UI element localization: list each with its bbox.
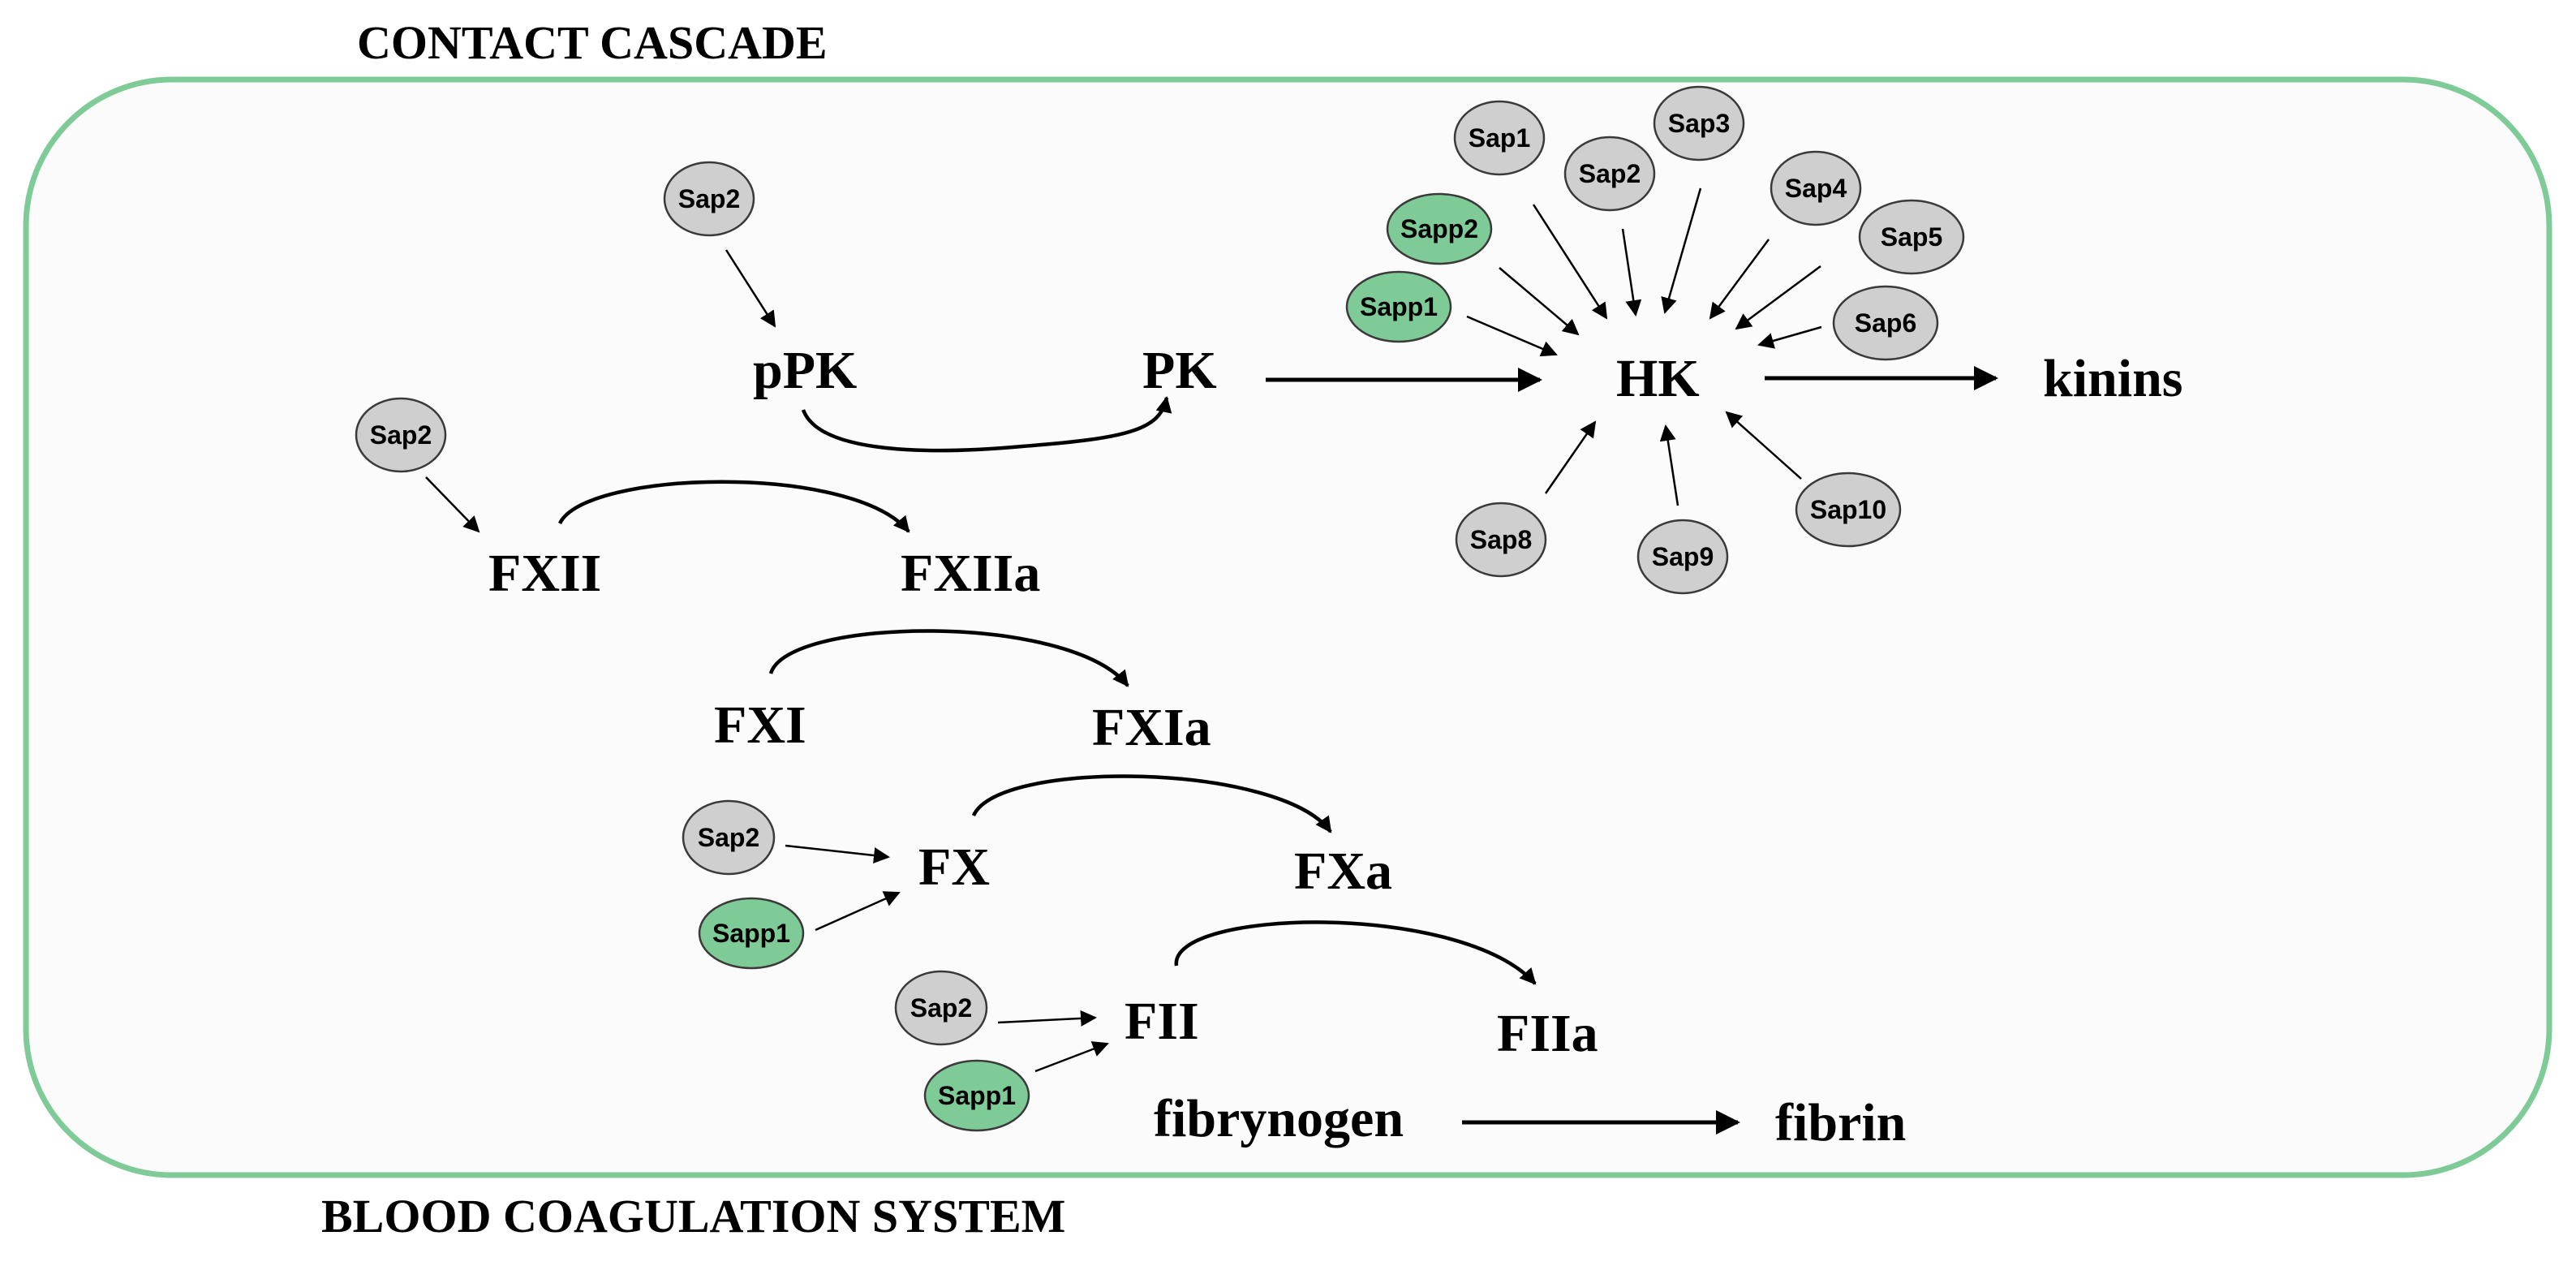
node-fxii: FXII — [488, 544, 601, 603]
sap-label: Sap8 — [1470, 525, 1532, 554]
node-ppk: pPK — [753, 341, 857, 400]
node-fxa: FXa — [1294, 842, 1392, 901]
sap-hk-sap4: Sap4 — [1770, 150, 1862, 226]
arrow-sap2-to-ppk — [725, 249, 776, 328]
sap-ellipse — [682, 799, 776, 876]
sap-label: Sap2 — [678, 184, 740, 213]
arrow-sap4-to-hk — [1709, 239, 1770, 320]
arrow-sapp1-to-fii — [1034, 1041, 1109, 1073]
sap-ellipse — [1345, 270, 1452, 343]
sap-label: Sap3 — [1668, 109, 1730, 138]
sap-hk-sap1: Sap1 — [1453, 100, 1546, 176]
sap-ellipse — [1455, 502, 1547, 578]
arrow-sapp1-to-fx — [815, 891, 901, 932]
arrow-sap10-to-hk — [1725, 411, 1802, 480]
sap-fxii-sap2: Sap2 — [355, 397, 447, 473]
sap-hk-sap9: Sap9 — [1636, 519, 1729, 595]
sap-fx-sapp1: Sapp1 — [698, 897, 805, 970]
node-fibrinogen: fibrynogen — [1154, 1089, 1404, 1148]
arrow-sap5-to-hk — [1735, 265, 1821, 330]
sap-label: Sap6 — [1855, 308, 1916, 338]
system-frame — [23, 76, 2552, 1178]
sap-ellipse — [894, 970, 988, 1046]
sap-ellipse — [698, 897, 805, 970]
arrow-sap3-to-hk — [1661, 187, 1702, 314]
arrow-sap8-to-hk — [1544, 420, 1597, 494]
sap-ellipse — [355, 397, 447, 473]
arrow-sapp2-to-hk — [1499, 267, 1580, 336]
node-fxia: FXIa — [1092, 698, 1211, 757]
curve-fxi-to-fxia — [768, 629, 1129, 687]
sap-hk-sapp2: Sapp2 — [1386, 192, 1493, 265]
sap-fii-sap2: Sap2 — [894, 970, 988, 1046]
arrow-sap6-to-hk — [1757, 325, 1822, 349]
sap-label: Sap2 — [1579, 159, 1641, 188]
sap-hk-sap5: Sap5 — [1858, 199, 1965, 275]
node-kinins: kinins — [2043, 349, 2183, 408]
curve-fii-to-fiia — [1174, 920, 1537, 985]
node-fxiia: FXIIa — [901, 544, 1040, 603]
blood-coagulation-title: BLOOD COAGULATION SYSTEM — [321, 1190, 1065, 1242]
sap-ellipse — [1653, 85, 1745, 161]
sap-ellipse — [663, 161, 755, 237]
sap-label: Sapp2 — [1400, 214, 1478, 243]
sap-hk-sapp1: Sapp1 — [1345, 270, 1452, 343]
sap-label: Sap4 — [1785, 174, 1847, 203]
sap-fii-sapp1: Sapp1 — [923, 1059, 1030, 1132]
curve-fx-to-fxa — [971, 774, 1332, 833]
sap-hk-sap8: Sap8 — [1455, 502, 1547, 578]
sap-label: Sap2 — [698, 823, 759, 852]
arrow-sap1-to-hk — [1532, 204, 1608, 320]
sap-fx-sap2: Sap2 — [682, 799, 776, 876]
arrow-sap2-to-fii — [997, 1010, 1097, 1027]
sap-ppk-sap2: Sap2 — [663, 161, 755, 237]
arrow-sap2-to-hk — [1621, 228, 1642, 316]
node-fiia: FIIa — [1497, 1004, 1598, 1063]
node-fibrin: fibrin — [1775, 1093, 1906, 1152]
sap-label: Sap2 — [910, 993, 972, 1023]
node-pk: PK — [1142, 341, 1217, 400]
sap-ellipse — [1795, 472, 1902, 548]
contact-cascade-title: CONTACT CASCADE — [357, 16, 828, 69]
sap-label: Sap2 — [370, 420, 432, 450]
node-fx: FX — [918, 838, 990, 897]
sap-label: Sapp1 — [1360, 292, 1438, 321]
sap-ellipse — [1453, 100, 1546, 176]
node-fxi: FXI — [714, 695, 806, 755]
sap-ellipse — [1832, 285, 1939, 361]
sap-hk-sap6: Sap6 — [1832, 285, 1939, 361]
sap-label: Sap1 — [1469, 123, 1530, 153]
sap-ellipse — [1636, 519, 1729, 595]
sap-hk-sap3: Sap3 — [1653, 85, 1745, 161]
node-fii: FII — [1125, 992, 1199, 1051]
sap-label: Sap9 — [1652, 542, 1714, 571]
curve-ppk-to-pk — [801, 396, 1172, 453]
sap-ellipse — [1770, 150, 1862, 226]
arrow-sapp1-to-hk — [1466, 315, 1558, 357]
sap-ellipse — [1386, 192, 1493, 265]
sap-label: Sapp1 — [938, 1081, 1016, 1110]
arrow-sap2-to-fxii — [425, 476, 480, 533]
sap-ellipse — [1563, 136, 1656, 212]
sap-label: Sap5 — [1881, 222, 1942, 252]
sap-hk-sap2: Sap2 — [1563, 136, 1656, 212]
sap-hk-sap10: Sap10 — [1795, 472, 1902, 548]
sap-label: Sapp1 — [712, 919, 790, 948]
sap-ellipse — [1858, 199, 1965, 275]
sap-ellipse — [923, 1059, 1030, 1132]
arrow-sap9-to-hk — [1659, 424, 1679, 506]
arrow-sap2-to-fx — [785, 844, 890, 863]
node-hk: HK — [1616, 349, 1700, 408]
sap-label: Sap10 — [1810, 495, 1886, 524]
curve-fxii-to-fxiia — [557, 480, 910, 533]
